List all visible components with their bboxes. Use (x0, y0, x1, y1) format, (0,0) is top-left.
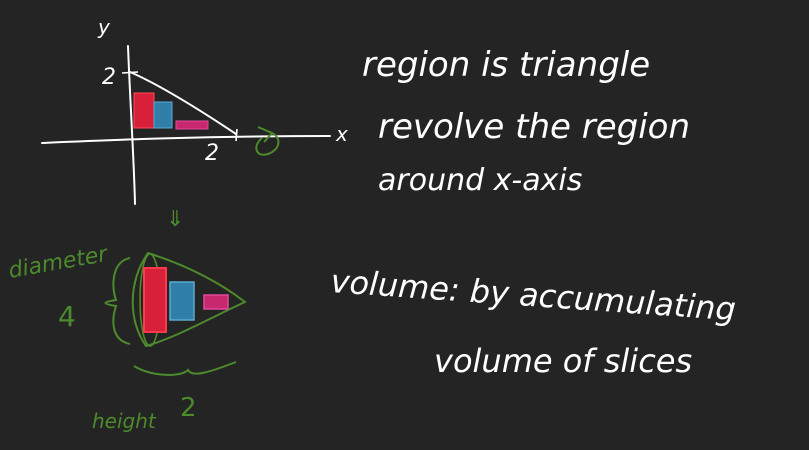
x-intercept-label: 2 (205, 141, 219, 166)
height-value: 2 (180, 393, 197, 423)
graph-labels: y 2 2 x (97, 15, 348, 166)
cone-outline (131, 251, 247, 348)
y-axis-label: y (97, 15, 111, 39)
pink-disc (203, 294, 229, 310)
diameter-brace (104, 257, 131, 345)
red-slice (133, 92, 155, 129)
x-intercept-tick (235, 128, 238, 142)
note-line-5: volume of slices (434, 342, 692, 380)
red-disc (143, 267, 167, 333)
blue-disc (169, 281, 195, 321)
y-intercept-tick (121, 71, 139, 74)
rotation-arrow-icon (255, 132, 280, 156)
triangle-hypotenuse (129, 71, 237, 135)
solid-labels: diameter 4 height 2 (7, 242, 237, 433)
graph-slices (133, 92, 209, 130)
height-brace (133, 361, 237, 376)
x-axis-label: x (335, 122, 348, 146)
down-arrow-icon: ⇓ (166, 207, 184, 232)
y-axis-line (127, 45, 136, 205)
note-line-1: region is triangle (362, 45, 650, 85)
diameter-value: 4 (58, 300, 76, 333)
note-line-2: revolve the region (378, 107, 690, 147)
cone-solid (131, 251, 247, 348)
blue-slice (153, 101, 173, 129)
pink-slice (175, 120, 209, 130)
diameter-label: diameter (7, 242, 111, 284)
height-label: height (92, 409, 157, 433)
graph-axes (41, 45, 331, 205)
y-intercept-label: 2 (102, 65, 116, 90)
note-line-4: volume: by accumulating (329, 262, 737, 328)
note-line-3: around x-axis (378, 163, 582, 198)
x-axis-line (41, 135, 331, 144)
notes: region is triangle revolve the region ar… (329, 45, 737, 380)
